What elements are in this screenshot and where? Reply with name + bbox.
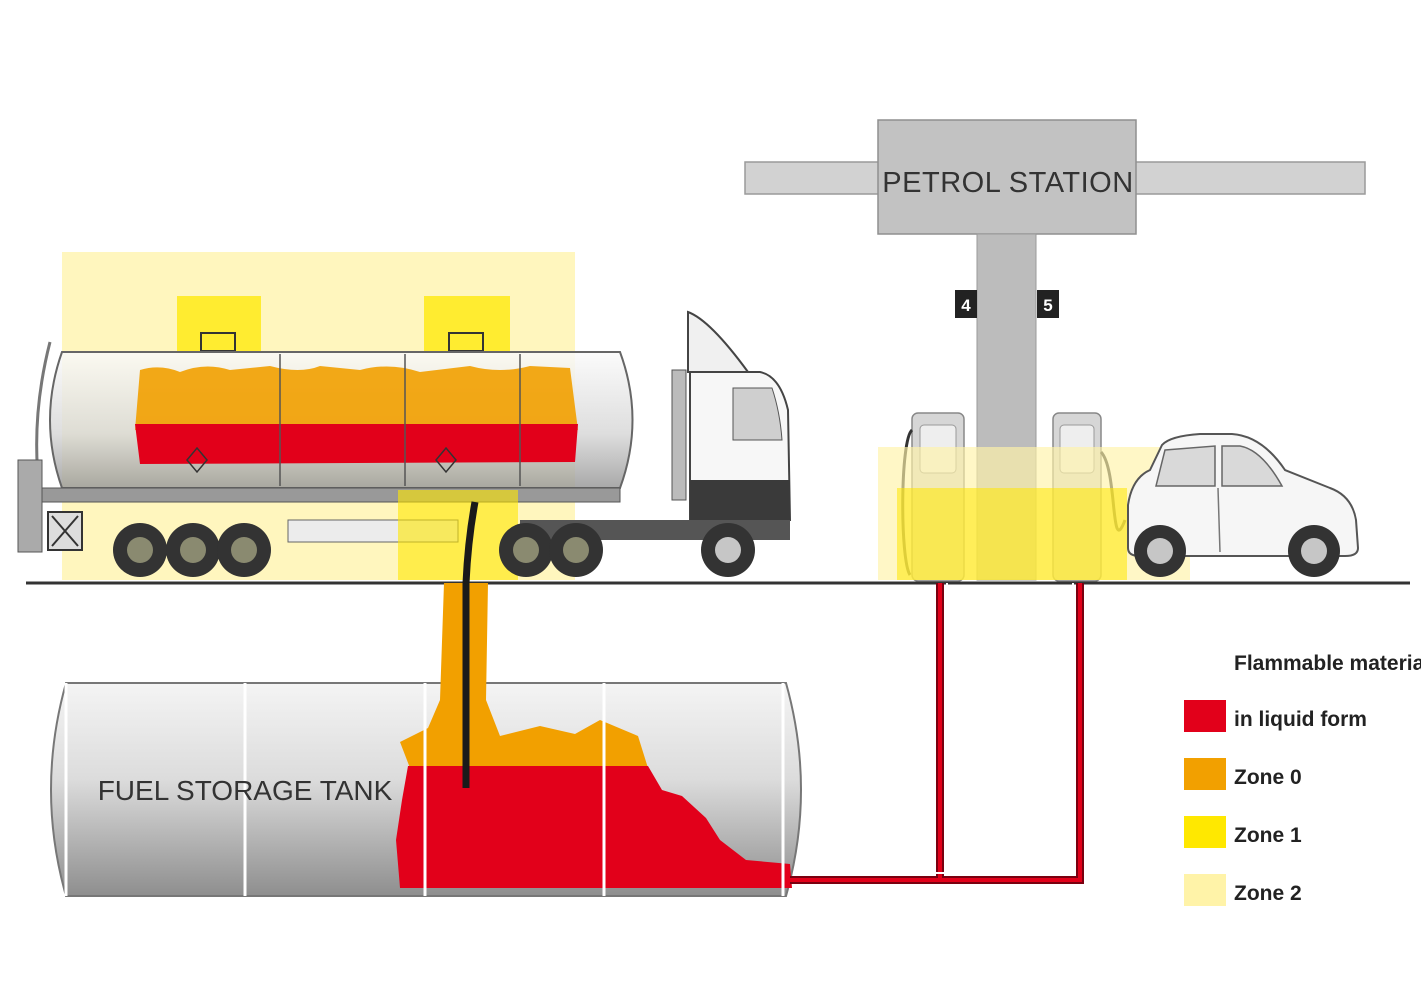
legend-item: Zone 2	[1184, 874, 1302, 906]
wheel-hub	[127, 537, 153, 563]
storage-tank-zone-0	[400, 583, 648, 768]
tanker-zone-0	[135, 366, 578, 430]
tanker-truck	[17, 252, 792, 580]
legend: Flammable material in liquid form Zone 0…	[1184, 652, 1421, 906]
trailer-rear-block	[17, 459, 43, 553]
hazard-diamond-right	[435, 446, 457, 474]
pipe-main	[790, 583, 1082, 882]
car-window-rear	[1155, 445, 1216, 487]
legend-label: Zone 0	[1234, 766, 1302, 789]
car-window-front	[1221, 445, 1284, 487]
legend-label: Zone 1	[1234, 824, 1302, 847]
wheel-hub	[180, 537, 206, 563]
hatch-zone-1-left	[177, 296, 261, 352]
wheel-hub	[563, 537, 589, 563]
wheel-hub	[715, 537, 741, 563]
petrol-station-label: PETROL STATION	[882, 167, 1133, 199]
legend-label: Zone 2	[1234, 882, 1302, 905]
coupling-zone-1	[398, 490, 518, 580]
pipe-outline	[790, 583, 1084, 884]
station-zone-1	[897, 488, 1127, 580]
wheel-hub	[231, 537, 257, 563]
tanker-liquid	[135, 424, 578, 464]
legend-label: in liquid form	[1234, 708, 1367, 731]
legend-swatch-liquid	[1184, 700, 1226, 732]
storage-tank-liquid	[396, 766, 792, 888]
legend-title: Flammable material	[1234, 652, 1421, 675]
fuel-storage-tank-label: FUEL STORAGE TANK	[98, 775, 393, 806]
hatch-zone-1-right	[424, 296, 510, 352]
trailer-wheels	[113, 523, 755, 577]
fuel-storage-tank: FUEL STORAGE TANK	[50, 501, 802, 897]
truck-lower-cab	[690, 480, 790, 524]
supply-pipes	[790, 583, 1084, 884]
canopy-sign	[877, 119, 1137, 235]
car	[1127, 433, 1360, 577]
trailer-bumper-cross	[51, 515, 79, 547]
car-door-line	[1217, 487, 1221, 553]
legend-item: in liquid form	[1184, 700, 1367, 732]
hazard-diamond-left	[186, 446, 208, 474]
car-wheel-front-hub	[1301, 538, 1327, 564]
legend-swatch-zone-2	[1184, 874, 1226, 906]
wheel-hub	[513, 537, 539, 563]
car-wheel-rear-hub	[1147, 538, 1173, 564]
legend-swatch-zone-0	[1184, 758, 1226, 790]
pump-5-number: 5	[1043, 296, 1052, 315]
truck-exhaust	[671, 369, 687, 501]
legend-swatch-zone-1	[1184, 816, 1226, 848]
truck-window	[732, 387, 783, 441]
legend-item: Zone 1	[1184, 816, 1302, 848]
pump-4-number: 4	[961, 296, 971, 315]
legend-item: Zone 0	[1184, 758, 1302, 790]
truck-roof-fairing	[687, 310, 750, 373]
petrol-station: PETROL STATION 4 5	[744, 119, 1366, 582]
pump-4-badge	[955, 290, 977, 318]
pipe-inner	[796, 583, 1074, 874]
pump-5-badge	[1037, 290, 1059, 318]
trailer-chassis	[39, 487, 621, 503]
fill-pipe	[462, 501, 479, 788]
